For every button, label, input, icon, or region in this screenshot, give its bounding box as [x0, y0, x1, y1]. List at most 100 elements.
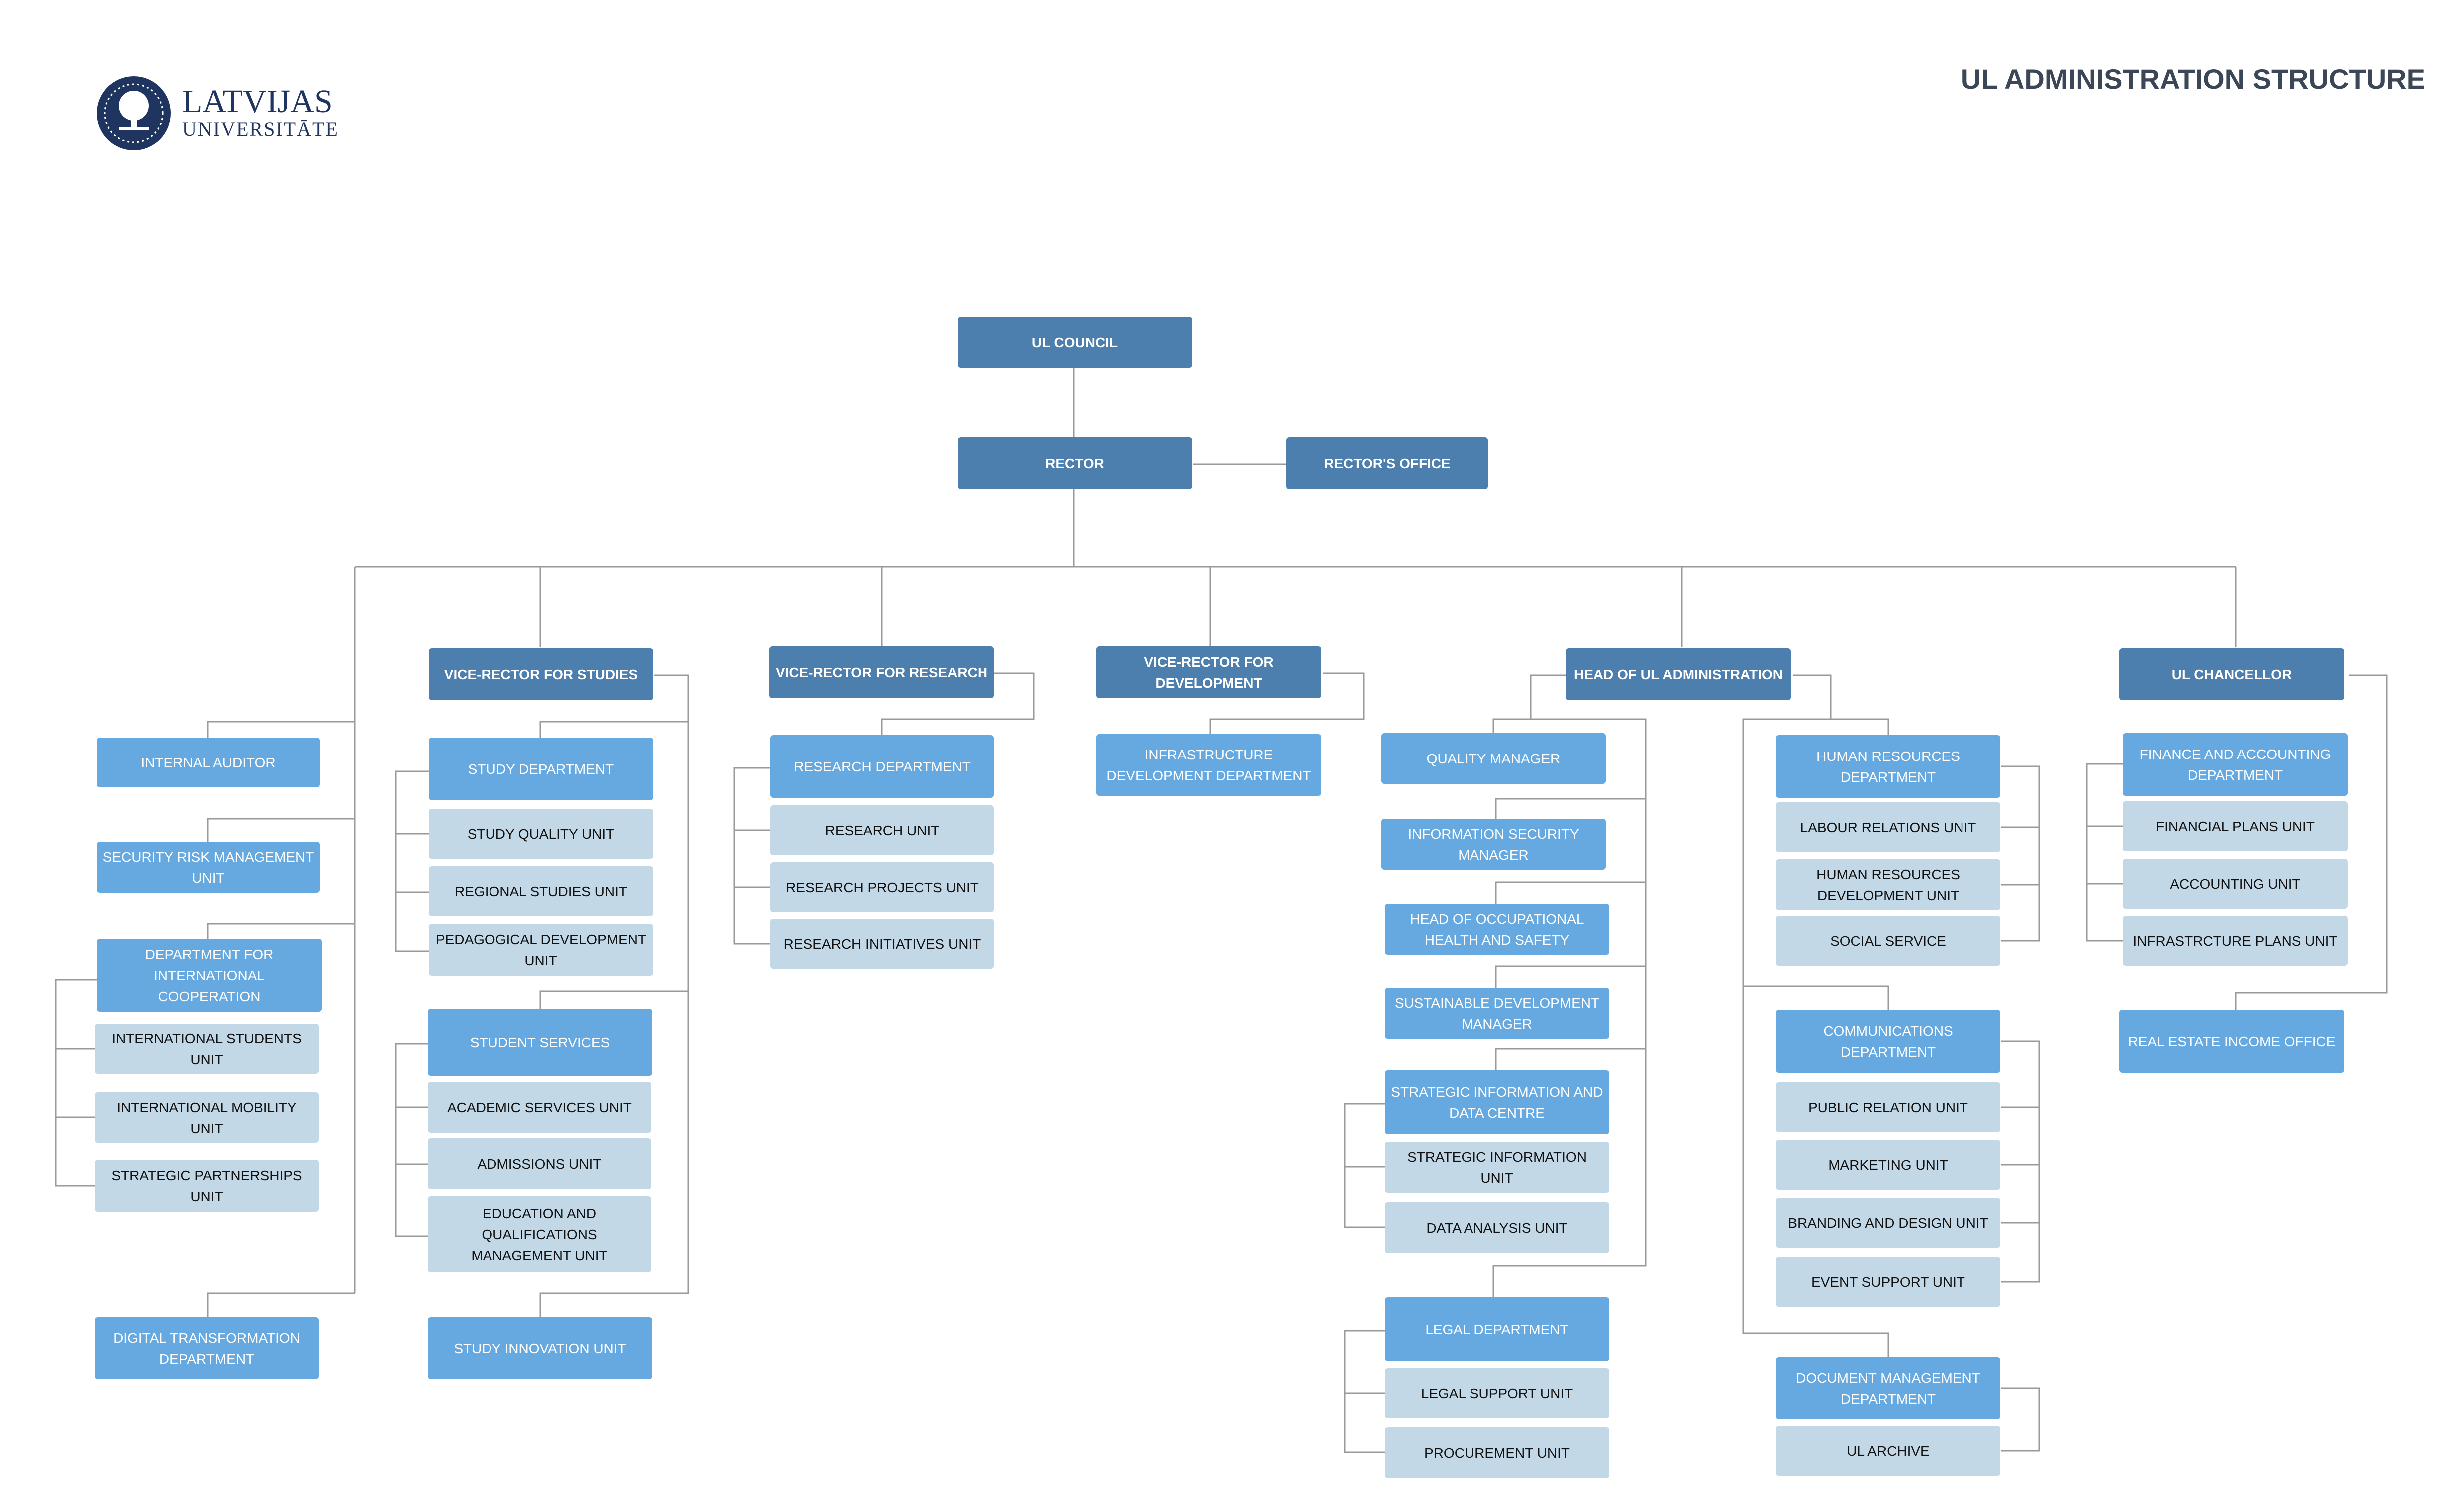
node-box: [1776, 1257, 2000, 1307]
node-label: ACCOUNTING UNIT: [2170, 876, 2300, 892]
node-label: PUBLIC RELATION UNIT: [1808, 1100, 1968, 1115]
node-box: [428, 1009, 652, 1076]
node-labour-relations: LABOUR RELATIONS UNIT: [1776, 802, 2000, 852]
node-rector: RECTOR: [958, 437, 1192, 489]
node-box: [1385, 1427, 1609, 1478]
node-box: [428, 1082, 651, 1133]
node-box: [2123, 859, 2348, 909]
node-box: [1385, 1297, 1609, 1361]
node-box: [1776, 859, 2000, 910]
node-box: [1385, 1368, 1609, 1418]
node-box: [95, 1317, 319, 1379]
node-box: [1096, 646, 1321, 698]
node-label: QUALITY MANAGER: [1427, 751, 1561, 766]
node-box: [770, 805, 994, 855]
node-quality-manager: QUALITY MANAGER: [1381, 733, 1606, 784]
node-legal-dept: LEGAL DEPARTMENT: [1385, 1297, 1609, 1361]
node-branding: BRANDING AND DESIGN UNIT: [1776, 1198, 2000, 1248]
node-council: UL COUNCIL: [958, 317, 1192, 368]
node-box: [429, 648, 653, 700]
node-label: LABOUR RELATIONS UNIT: [1800, 820, 1976, 835]
node-box: [1776, 735, 2000, 798]
node-label: PROCUREMENT UNIT: [1424, 1445, 1570, 1461]
node-box: [429, 924, 653, 976]
page-title: UL ADMINISTRATION STRUCTURE: [1961, 63, 2425, 95]
node-box: [1776, 916, 2000, 966]
node-box: [1385, 904, 1609, 955]
logo: LATVIJAS UNIVERSITĀTE: [97, 76, 339, 150]
node-box: [428, 1317, 652, 1379]
node-label: UL CHANCELLOR: [2172, 667, 2292, 682]
node-box: [97, 738, 320, 787]
node-internal-auditor: INTERNAL AUDITOR: [97, 738, 320, 787]
node-box: [1385, 1070, 1609, 1134]
node-legal-support: LEGAL SUPPORT UNIT: [1385, 1368, 1609, 1418]
node-label: RECTOR'S OFFICE: [1324, 456, 1451, 471]
node-label: UL COUNCIL: [1032, 335, 1118, 350]
node-ul-archive: UL ARCHIVE: [1776, 1426, 2000, 1476]
node-label: INFRASTRCTURE PLANS UNIT: [2133, 933, 2337, 949]
node-box: [1566, 648, 1791, 700]
node-box: [429, 809, 653, 859]
node-accounting: ACCOUNTING UNIT: [2123, 859, 2348, 909]
node-procurement: PROCUREMENT UNIT: [1385, 1427, 1609, 1478]
node-box: [1385, 1142, 1609, 1193]
node-box: [2123, 733, 2348, 796]
node-box: [2119, 648, 2344, 700]
node-box: [2123, 916, 2348, 966]
node-box: [95, 1092, 319, 1143]
node-label: VICE-RECTOR FOR STUDIES: [444, 667, 638, 682]
node-label: RESEARCH PROJECTS UNIT: [786, 880, 979, 895]
node-financial-plans: FINANCIAL PLANS UNIT: [2123, 801, 2348, 851]
node-label: LEGAL DEPARTMENT: [1425, 1322, 1568, 1337]
node-vr-studies: VICE-RECTOR FOR STUDIES: [429, 648, 653, 700]
node-rectors-office: RECTOR'S OFFICE: [1286, 437, 1488, 489]
node-research-unit: RESEARCH UNIT: [770, 805, 994, 855]
node-label: RECTOR: [1045, 456, 1104, 471]
node-event-support: EVENT SUPPORT UNIT: [1776, 1257, 2000, 1307]
node-box: [770, 862, 994, 912]
node-box: [2123, 801, 2348, 851]
node-research-initiatives: RESEARCH INITIATIVES UNIT: [770, 919, 994, 969]
node-box: [770, 919, 994, 969]
node-label: VICE-RECTOR FOR RESEARCH: [776, 665, 987, 680]
node-real-estate: REAL ESTATE INCOME OFFICE: [2119, 1010, 2344, 1073]
node-box: [1381, 819, 1606, 870]
node-box: [95, 1024, 319, 1074]
node-label: SOCIAL SERVICE: [1830, 933, 1946, 949]
node-data-analysis: DATA ANALYSIS UNIT: [1385, 1202, 1609, 1253]
node-label: STUDENT SERVICES: [470, 1035, 610, 1050]
node-chancellor: UL CHANCELLOR: [2119, 648, 2344, 700]
node-box: [429, 866, 653, 916]
node-box: [1776, 802, 2000, 852]
connectors: [55, 368, 2388, 1453]
node-box: [1286, 437, 1488, 489]
node-label: RESEARCH INITIATIVES UNIT: [784, 936, 981, 952]
node-label: REGIONAL STUDIES UNIT: [455, 884, 627, 899]
node-research-projects: RESEARCH PROJECTS UNIT: [770, 862, 994, 912]
logo-subtitle: UNIVERSITĀTE: [182, 118, 339, 140]
node-box: [1381, 733, 1606, 784]
